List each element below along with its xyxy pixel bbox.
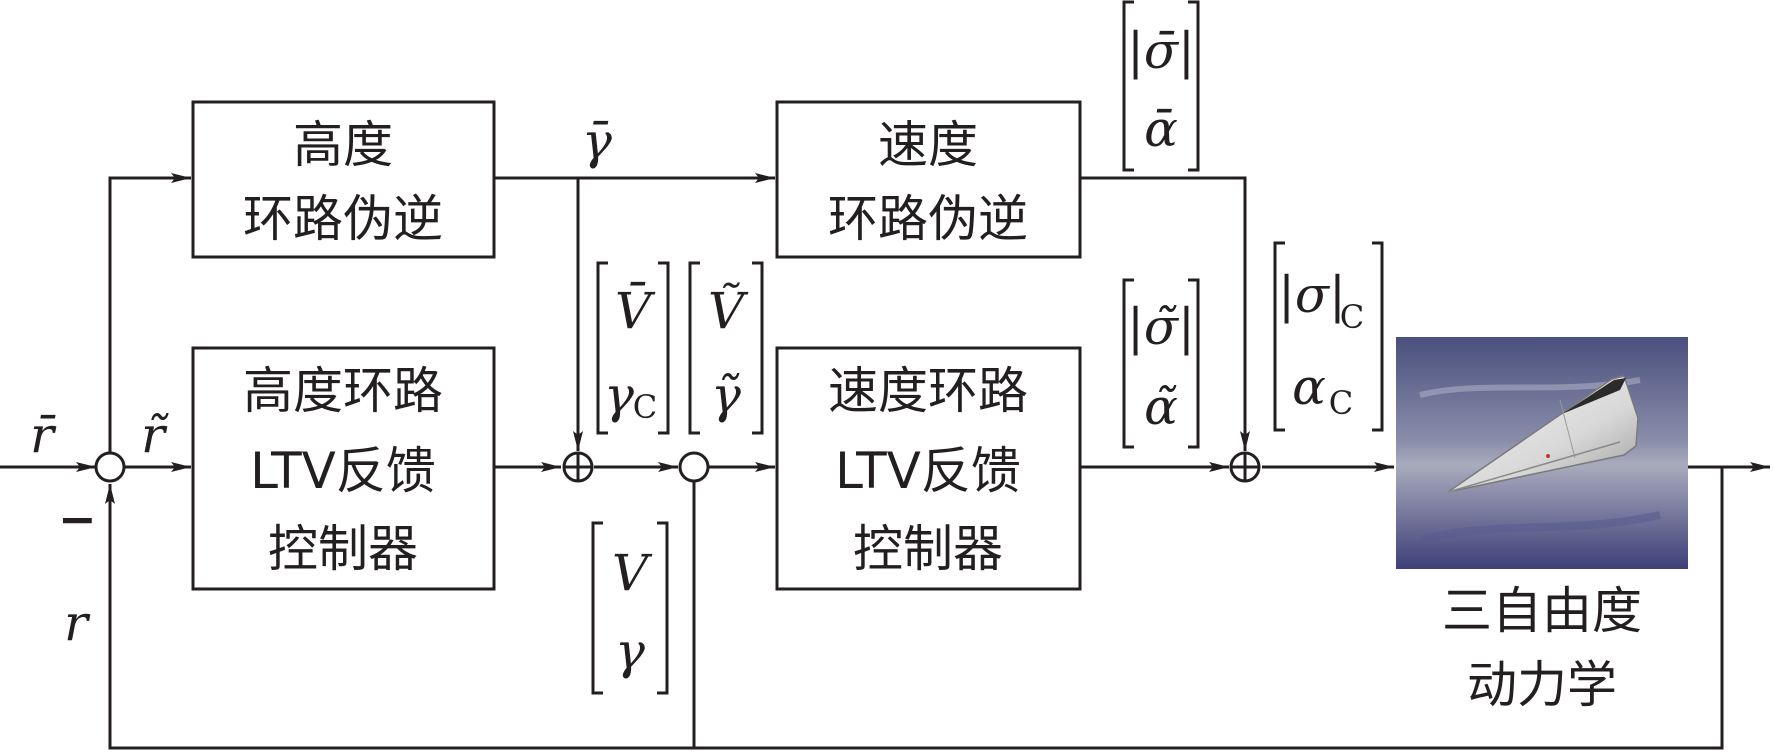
- vector-subscript: C: [1340, 298, 1364, 336]
- block-label-line: 动力学: [1467, 656, 1617, 714]
- block-label-line: 速度: [878, 116, 978, 174]
- wire-rbar-ff: [108, 173, 191, 453]
- vector-entry: |σ|: [1278, 266, 1346, 324]
- block-label-line: 速度环路: [828, 362, 1028, 420]
- vector-entry: V: [612, 544, 653, 602]
- block-altitude-pseudo-inverse: 高度 环路伪逆: [191, 100, 496, 259]
- block-label-line: LTV反馈: [835, 442, 1021, 500]
- vector-v-gamma: V γ: [591, 521, 669, 695]
- vector-sigmabar-alphabar: |σ̄| ᾱ: [1122, 0, 1200, 172]
- signal-gamma-bar: γ̄: [582, 112, 612, 170]
- block-label-line: 高度: [293, 116, 393, 174]
- vector-entry: γ: [604, 366, 634, 424]
- vector-entry: γ̃: [711, 366, 741, 424]
- vector-subscript: C: [1329, 384, 1353, 422]
- vector-subscript: C: [633, 388, 657, 426]
- vector-entry: |σ̄|: [1127, 22, 1195, 80]
- summing-node-plus-2: [1229, 451, 1261, 483]
- vector-entry: α: [1292, 358, 1326, 416]
- signal-r: r: [64, 594, 91, 652]
- block-label-line: 高度环路: [243, 362, 443, 420]
- vector-entry: V̄: [615, 281, 656, 340]
- block-altitude-ltv-controller: 高度环路 LTV反馈 控制器: [191, 346, 496, 591]
- vector-sigmac-alphac: |σ| C α C: [1273, 241, 1384, 432]
- plant-label: 三自由度 动力学: [1442, 582, 1642, 714]
- vector-entry: ᾱ: [1144, 100, 1178, 158]
- vector-sigmatilde-alphatilde: |σ̃| α̃: [1122, 278, 1200, 449]
- minus-sign: −: [58, 492, 97, 546]
- vector-entry: |σ̃|: [1127, 298, 1195, 356]
- wire-velinv-out: [1080, 176, 1250, 451]
- hypersonic-vehicle-image: [1396, 337, 1688, 569]
- block-velocity-ltv-controller: 速度环路 LTV反馈 控制器: [775, 346, 1082, 591]
- summing-node-altitude: [94, 451, 126, 483]
- summing-node-velocity: [678, 451, 710, 483]
- vector-vtilde-gammatilde: Ṽ γ̃: [688, 261, 764, 435]
- block-label-line: 环路伪逆: [828, 190, 1028, 248]
- vector-entry: Ṽ: [708, 281, 749, 340]
- block-label-line: 控制器: [853, 520, 1003, 578]
- block-velocity-pseudo-inverse: 速度 环路伪逆: [775, 100, 1082, 259]
- block-label-line: 三自由度: [1442, 582, 1642, 640]
- block-label-line: LTV反馈: [250, 442, 436, 500]
- signal-r-tilde: r̃: [141, 406, 169, 464]
- vector-entry: γ: [615, 622, 645, 680]
- block-label-line: 控制器: [268, 520, 418, 578]
- block-label-line: 环路伪逆: [243, 190, 443, 248]
- vector-vbar-gammac: V̄ γ C: [596, 261, 670, 435]
- signal-wires: [0, 173, 1770, 750]
- vector-entry: α̃: [1144, 378, 1178, 436]
- summing-node-plus-1: [562, 451, 594, 483]
- signal-r-bar: r̄: [30, 406, 57, 464]
- wire-feedback: [105, 467, 1724, 750]
- summing-nodes: [94, 451, 1261, 483]
